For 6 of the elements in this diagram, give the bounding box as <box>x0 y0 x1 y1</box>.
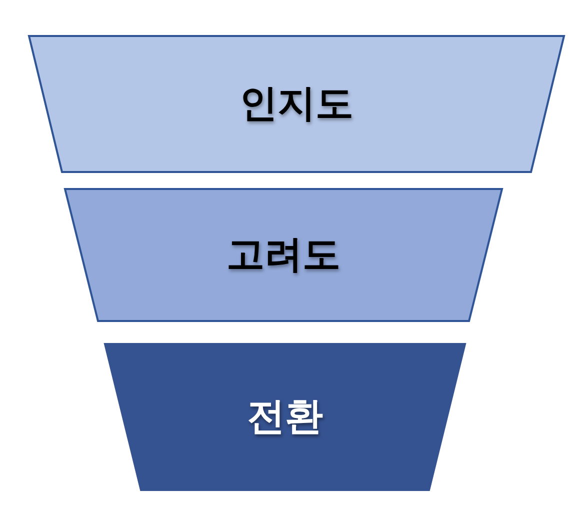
funnel-stage <box>65 189 502 321</box>
funnel-stage <box>29 36 564 172</box>
stage-label: 전환 <box>247 396 323 438</box>
stage-label: 인지도 <box>240 83 354 125</box>
stage-label: 고려도 <box>226 234 340 276</box>
funnel-stage <box>105 344 465 490</box>
